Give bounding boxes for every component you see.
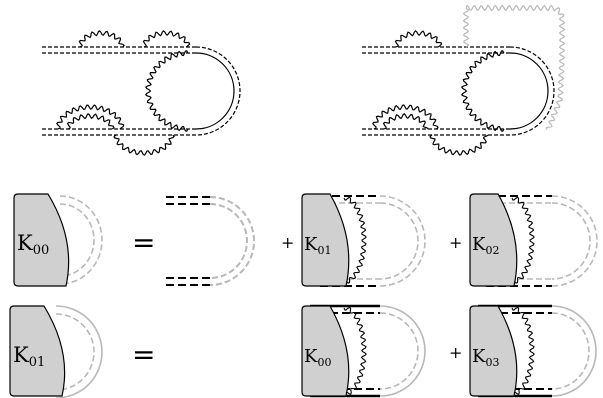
bare-gray-arc-inner	[209, 203, 248, 279]
photon-arch-2	[372, 104, 439, 130]
gray-solid-arc	[55, 305, 103, 398]
turn-arc-outer-dashed	[509, 46, 555, 136]
equals-sign-2: =	[132, 338, 155, 371]
turn-arc-outer-dashed	[195, 46, 241, 136]
kernel-k00-rhs-label: K00	[304, 346, 331, 369]
gray-dashed-arc	[379, 312, 419, 390]
plus-sign-2: +	[449, 233, 462, 252]
turn-arc-inner-solid	[509, 52, 549, 130]
kernel-k01-label: K01	[304, 234, 331, 257]
plus-sign-1: +	[281, 233, 294, 252]
k02-term: K02	[469, 193, 598, 287]
gray-solid-arc	[551, 305, 597, 397]
gray-double-arc-2	[59, 203, 95, 277]
kernel-k02-label: K02	[472, 234, 499, 257]
photon-vertical	[511, 196, 535, 284]
photon-vertical	[343, 306, 367, 396]
gray-double-arc	[59, 195, 103, 285]
kernel-k03-shape	[469, 305, 518, 397]
gray-dashed-arc	[55, 313, 95, 391]
photon-arch-4	[429, 134, 489, 156]
equals-sign: =	[132, 226, 155, 259]
photon-arch-4	[66, 113, 115, 130]
gray-arc-inner	[379, 202, 419, 280]
row2-k03-term: K03	[469, 304, 597, 398]
kernel-k01-shape	[301, 193, 350, 287]
row1-lhs: K00	[13, 193, 103, 287]
k01-term: K01	[301, 193, 426, 287]
bare-gray-arc-outer	[209, 196, 255, 286]
kernel-k00-shape	[13, 193, 70, 287]
photon-arch-2	[142, 30, 191, 48]
top-right-diagram	[362, 4, 566, 156]
top-left-diagram	[42, 30, 241, 156]
kernel-k03-label: K03	[472, 346, 499, 369]
row2-k00-term: K00	[301, 304, 426, 398]
photon-vertical	[511, 306, 535, 396]
kernel-k00-label: K00	[17, 231, 49, 258]
kernel-k02-shape	[469, 193, 518, 287]
gray-photon	[462, 4, 566, 130]
photon-arch-1	[78, 30, 125, 48]
plus-sign-3: +	[449, 343, 462, 362]
gray-dashed-arc	[551, 312, 590, 390]
gray-arc-inner	[551, 202, 591, 280]
gray-arc-outer	[551, 195, 598, 287]
photon-loop	[144, 50, 189, 132]
photon-arch-1	[394, 30, 443, 48]
photon-arch-5	[113, 134, 175, 156]
photon-arch-3	[382, 113, 429, 130]
photon-loop	[460, 50, 505, 132]
gray-solid-arc	[379, 305, 426, 397]
photon-arch-3	[56, 104, 125, 130]
photon-vertical	[343, 196, 367, 284]
turn-arc-inner-solid	[195, 52, 235, 130]
row2-lhs: K01	[9, 305, 103, 398]
gray-arc-outer	[379, 195, 426, 287]
bare-propagator-term	[166, 196, 255, 286]
kernel-k00-rhs-shape	[301, 305, 350, 397]
kernel-k01-lhs-label: K01	[13, 343, 45, 370]
kernel-k01-lhs-shape	[9, 305, 66, 397]
